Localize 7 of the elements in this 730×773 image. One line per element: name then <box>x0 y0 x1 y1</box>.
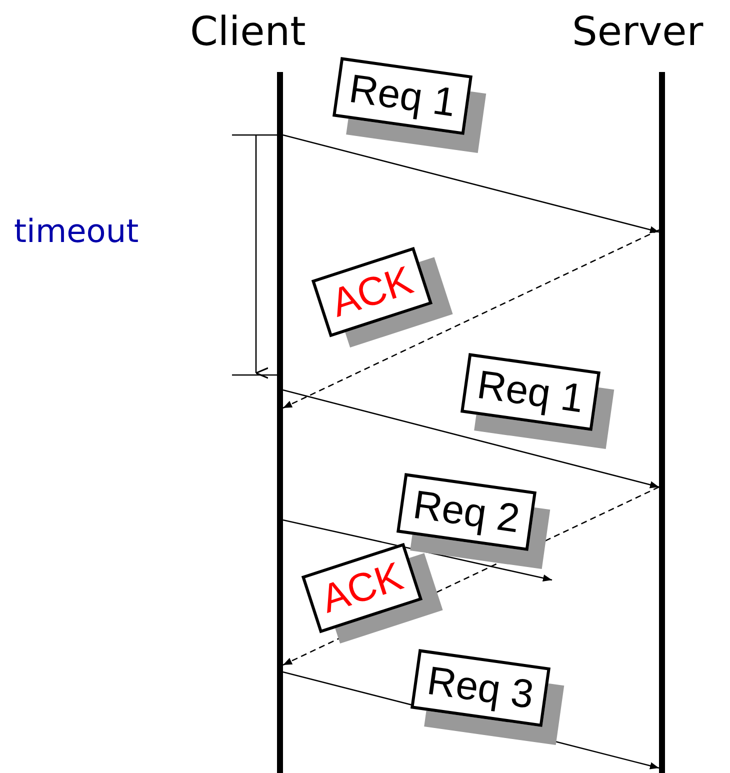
participant-name: Server <box>572 8 704 56</box>
arrow <box>282 134 660 234</box>
arrow <box>282 519 552 582</box>
participant-name: Client <box>190 8 306 56</box>
dashed-arrow <box>282 229 660 409</box>
arrow <box>282 389 660 488</box>
timeout-label: timeout <box>14 212 139 250</box>
